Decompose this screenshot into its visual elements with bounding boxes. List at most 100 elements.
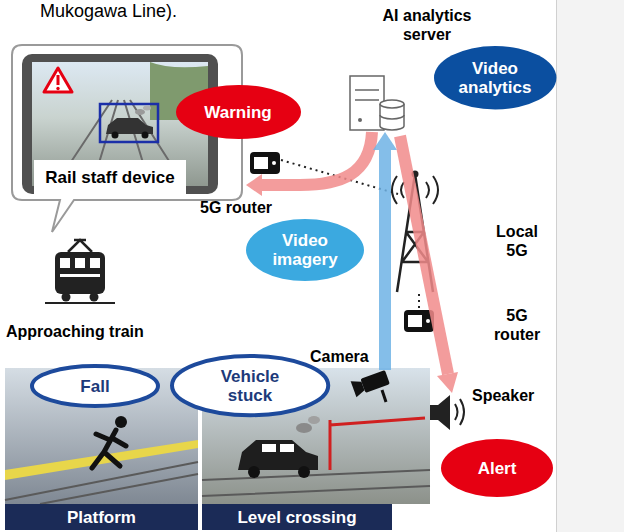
server-icon (380, 115, 404, 119)
router-icon (254, 157, 268, 169)
train-icon (68, 240, 92, 252)
bubble-outline (441, 439, 553, 497)
side-panel (556, 0, 557, 532)
train-icon (45, 240, 115, 303)
server-icon (380, 100, 404, 108)
level-crossing-photo (202, 470, 430, 496)
speaker-icon (455, 399, 464, 425)
alert-bubble: Alert (441, 439, 553, 497)
node-text-box: Video imagery (272, 231, 337, 269)
platform-photo (5, 440, 198, 480)
data-arrow (373, 132, 397, 150)
server-icon (350, 76, 404, 130)
node-text: Level crossing (237, 508, 356, 527)
node-text-box: Rail staff device (45, 168, 174, 187)
data-arrow (379, 149, 391, 370)
tablet-device (44, 68, 72, 92)
level-crossing-photo (330, 418, 425, 470)
server-icon (355, 89, 379, 91)
imagery-bubble: Video imagery (246, 219, 364, 281)
router-icon (426, 319, 430, 323)
node-text-box: Video analytics (459, 59, 532, 97)
node-text-box: Platform (67, 508, 136, 527)
router-icon (404, 310, 434, 332)
component-label: Camera (310, 347, 369, 366)
level-crossing-photo (298, 466, 310, 478)
node-text: Video imagery (272, 231, 337, 269)
data-arrow (246, 174, 262, 196)
warning-bubble: Warning (176, 85, 301, 139)
server-icon (350, 76, 384, 130)
train-icon (62, 293, 71, 302)
data-arrow (373, 132, 397, 370)
component-label: AI analytics server (372, 6, 482, 44)
bubble-outline (176, 85, 301, 139)
component-label: Speaker (472, 386, 534, 405)
bubble-outline (434, 46, 556, 109)
data-arrow (437, 372, 458, 393)
tablet-device (142, 132, 149, 139)
data-arrow (400, 136, 458, 393)
tablet-device (112, 132, 119, 139)
level-crossing-photo (262, 444, 276, 452)
train-icon (74, 239, 86, 242)
event-bubble: Fall (30, 364, 160, 408)
data-arrow (262, 132, 372, 185)
tablet-device (135, 109, 145, 115)
level-crossing-photo (308, 416, 320, 424)
tablet-device (57, 75, 60, 85)
side-panel (556, 0, 624, 532)
router-icon (250, 152, 280, 174)
bubble-outline (246, 219, 364, 281)
device-label-box: Rail staff device (34, 160, 186, 194)
component-label: Local 5G (488, 222, 546, 260)
train-icon (60, 258, 70, 268)
speaker-icon (430, 395, 464, 430)
camera-icon (382, 390, 386, 402)
node-text-box: Alert (478, 459, 517, 478)
event-bubble: Vehicle stuck (170, 354, 330, 417)
node-text: Warning (204, 103, 271, 122)
node-text: Fall (80, 377, 109, 396)
location-band: Platform (5, 504, 198, 530)
node-text: Video analytics (459, 59, 532, 97)
tablet-device (100, 104, 158, 142)
platform-photo (5, 462, 198, 504)
node-text: Rail staff device (45, 168, 174, 187)
level-crossing-photo (248, 466, 260, 478)
tablet-device (106, 118, 153, 134)
node-text-box: Fall (80, 377, 109, 396)
side-panel (556, 0, 624, 532)
node-text: Alert (478, 459, 517, 478)
train-icon (60, 274, 100, 277)
location-band: Level crossing (202, 504, 392, 530)
bubble-outline (32, 366, 158, 406)
node-text-box: Vehicle stuck (210, 367, 290, 405)
camera-icon (360, 370, 390, 393)
router-icon (272, 161, 276, 165)
level-crossing-photo (296, 423, 312, 433)
node-text-box: Warning (204, 103, 271, 122)
level-crossing-photo (238, 440, 318, 470)
train-icon (45, 302, 115, 304)
data-arrow (246, 132, 372, 196)
server-icon (358, 118, 362, 122)
platform-photo (115, 416, 127, 428)
train-icon (90, 293, 99, 302)
node-text-box: Level crossing (237, 508, 356, 527)
component-label: 5G router (486, 306, 548, 344)
router-icon (408, 315, 422, 327)
router-icon (250, 152, 280, 174)
camera-icon (351, 369, 391, 402)
server-icon (355, 99, 379, 101)
tablet-device (56, 87, 59, 90)
radio-link (418, 294, 420, 309)
node-text: Vehicle stuck (210, 367, 290, 405)
train-icon (90, 258, 100, 268)
heading-fragment: Mukogawa Line). (40, 2, 177, 21)
node-text: Platform (67, 508, 136, 527)
analytics-bubble: Video analytics (434, 46, 556, 109)
speaker-icon (430, 395, 450, 430)
component-label: Approaching train (6, 322, 144, 341)
